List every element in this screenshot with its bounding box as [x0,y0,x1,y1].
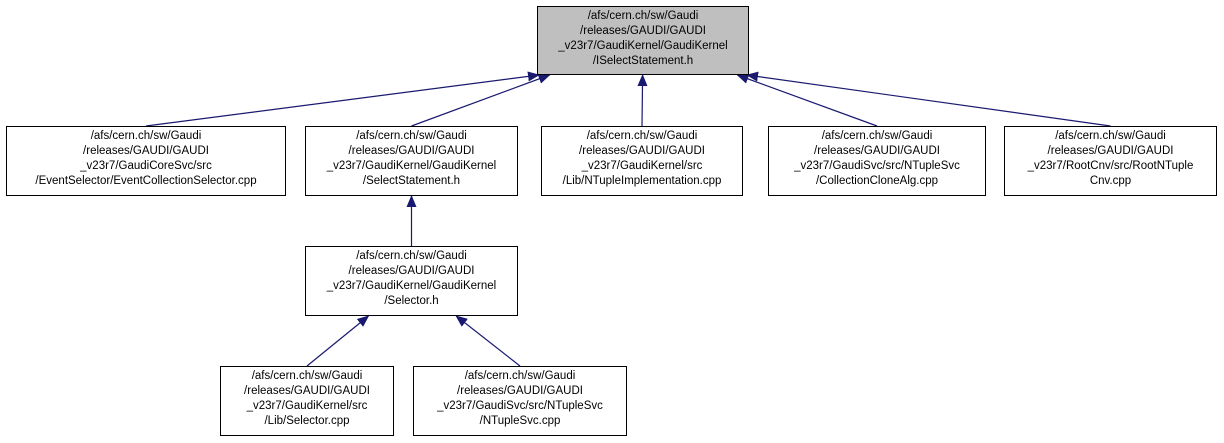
node-line: /afs/cern.ch/sw/Gaudi [587,10,699,22]
node-collectionclonealg-cpp[interactable]: /afs/cern.ch/sw/Gaudi /releases/GAUDI/GA… [768,126,986,196]
node-line: /releases/GAUDI/GAUDI [348,145,475,157]
node-line: /ISelectStatement.h [592,55,694,67]
node-line: _v23r7/GaudiKernel/src [581,160,703,172]
node-line: _v23r7/GaudiSvc/src/NTupleSvc [437,400,603,412]
edge-ntuple_implementation-to-root [637,74,648,127]
edge-root_ntuple_cnv-to-root [746,71,1111,127]
node-line: /releases/GAUDI/GAUDI [580,25,706,37]
node-line: /CollectionCloneAlg.cpp [815,175,939,187]
node-selector-cpp[interactable]: /afs/cern.ch/sw/Gaudi /releases/GAUDI/GA… [220,366,394,436]
node-line: /Lib/Selector.cpp [264,415,350,427]
node-eventcollectionselector-cpp[interactable]: /afs/cern.ch/sw/Gaudi /releases/GAUDI/GA… [6,126,286,196]
node-line: /afs/cern.ch/sw/Gaudi [821,130,933,142]
edge-select_statement-to-root [411,74,551,127]
node-line: /releases/GAUDI/GAUDI [814,145,940,157]
node-line: /afs/cern.ch/sw/Gaudi [251,370,363,382]
node-line: /releases/GAUDI/GAUDI [1047,145,1174,157]
node-line: _v23r7/GaudiKernel/GaudiKernel [326,160,497,172]
node-line: /NTupleSvc.cpp [479,415,561,427]
edge-event_collection_selector-to-root [145,71,540,127]
node-line: /releases/GAUDI/GAUDI [244,385,370,397]
node-line: /Lib/NTupleImplementation.cpp [562,175,722,187]
node-iselectstatement-h[interactable]: /afs/cern.ch/sw/Gaudi /releases/GAUDI/GA… [537,6,749,75]
node-selectstatement-h[interactable]: /afs/cern.ch/sw/Gaudi /releases/GAUDI/GA… [305,126,518,196]
node-line: /releases/GAUDI/GAUDI [457,385,583,397]
node-line: _v23r7/GaudiKernel/src [246,400,368,412]
node-selector-h[interactable]: /afs/cern.ch/sw/Gaudi /releases/GAUDI/GA… [305,246,518,316]
node-line: _v23r7/GaudiSvc/src/NTupleSvc [794,160,960,172]
node-ntuplesvc-cpp[interactable]: /afs/cern.ch/sw/Gaudi /releases/GAUDI/GA… [413,366,627,436]
node-line: /afs/cern.ch/sw/Gaudi [464,370,576,382]
node-line: /afs/cern.ch/sw/Gaudi [586,130,698,142]
node-line: /afs/cern.ch/sw/Gaudi [356,130,467,142]
node-line: /releases/GAUDI/GAUDI [83,145,209,157]
node-ntupleimplementation-cpp[interactable]: /afs/cern.ch/sw/Gaudi /releases/GAUDI/GA… [541,126,743,196]
node-line: /Selector.h [384,295,439,307]
node-line: /afs/cern.ch/sw/Gaudi [1055,130,1166,142]
node-line: /releases/GAUDI/GAUDI [579,145,705,157]
edge-collection_clone_alg-to-root [736,74,878,127]
node-rootntuplecnv-cpp[interactable]: /afs/cern.ch/sw/Gaudi /releases/GAUDI/GA… [1004,126,1217,196]
node-line: /EventSelector/EventCollectionSelector.c… [35,175,257,187]
node-line: /releases/GAUDI/GAUDI [348,265,475,277]
node-line: _v23r7/GaudiKernel/GaudiKernel [558,40,728,52]
node-line: /SelectStatement.h [362,175,461,187]
node-line: _v23r7/RootCnv/src/RootNTuple [1027,160,1194,172]
node-line: /afs/cern.ch/sw/Gaudi [356,250,467,262]
node-line: /afs/cern.ch/sw/Gaudi [90,130,202,142]
node-line: _v23r7/GaudiKernel/GaudiKernel [326,280,497,292]
node-line: Cnv.cpp [1089,175,1132,187]
edge-ntuple_svc-to-selector_h [455,315,521,367]
node-line: _v23r7/GaudiCoreSvc/src [80,160,212,172]
edge-selector_cpp-to-selector_h [306,315,370,367]
